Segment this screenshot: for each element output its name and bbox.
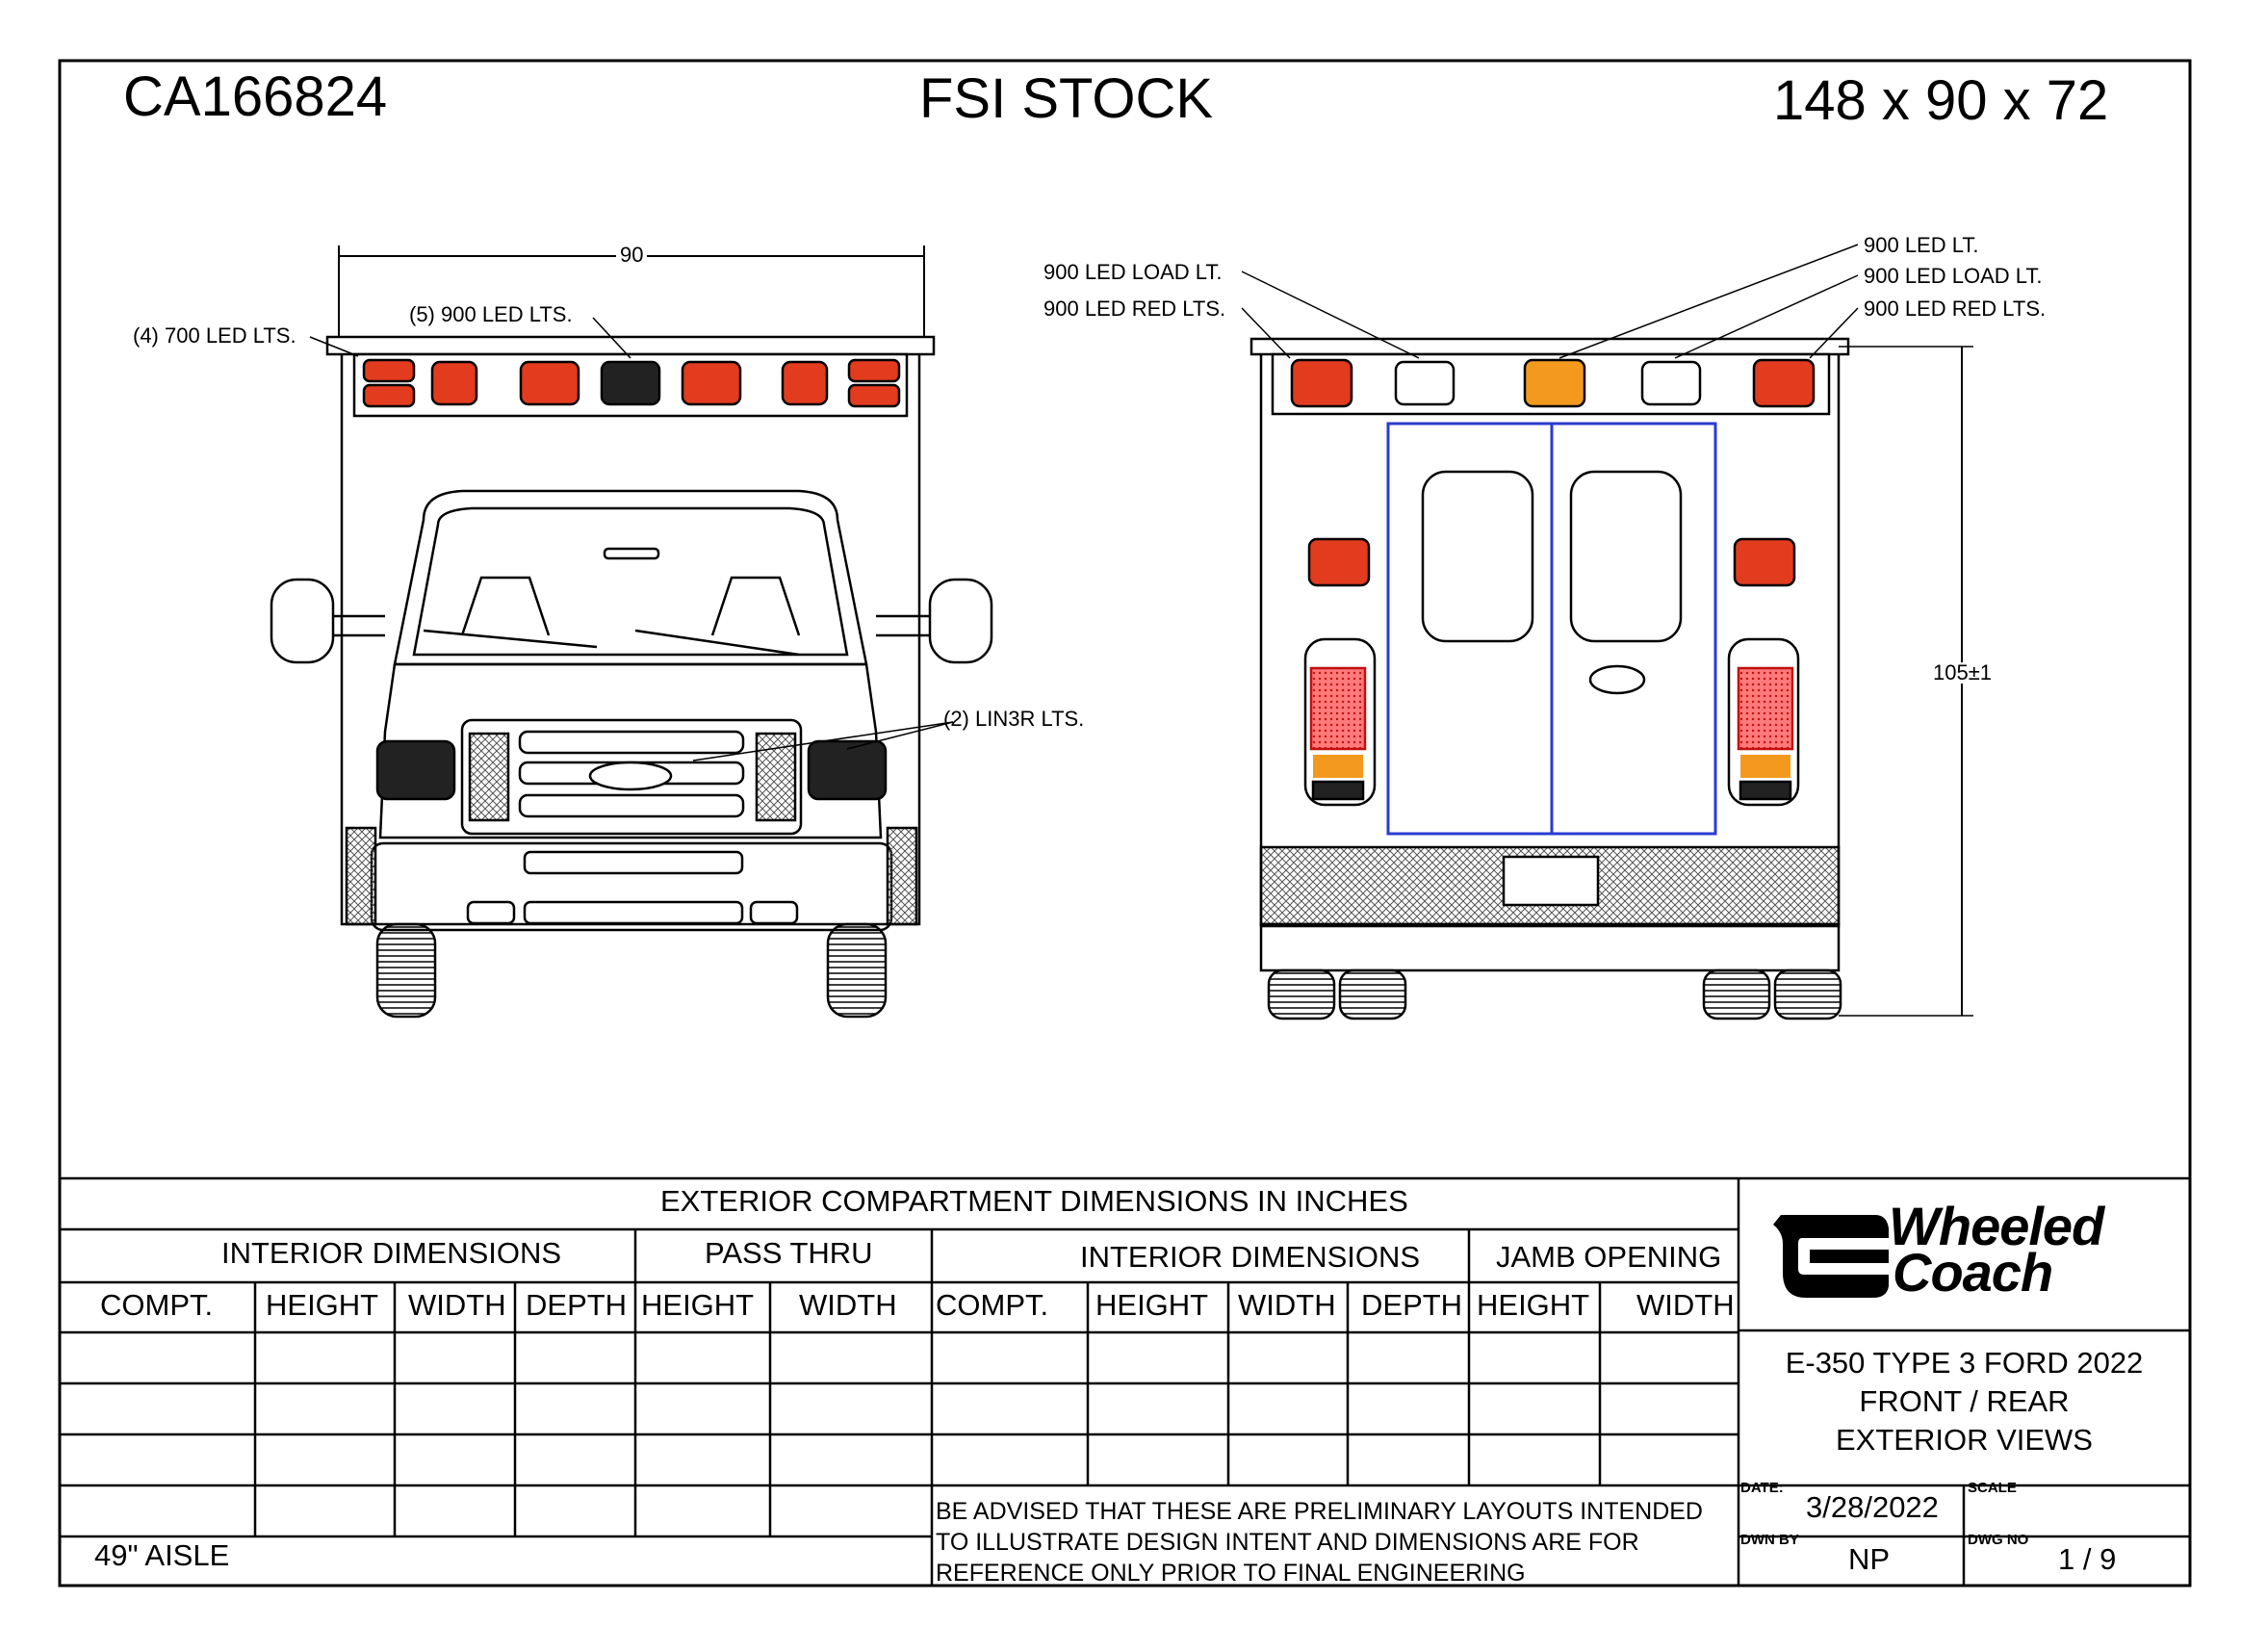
front-windshield bbox=[412, 506, 849, 657]
col-depth-left: DEPTH bbox=[526, 1288, 628, 1322]
col-height-right: HEIGHT bbox=[1095, 1288, 1209, 1322]
rear-load-led-left bbox=[1394, 360, 1455, 406]
rear-tire-2 bbox=[1338, 968, 1407, 1020]
ford-oval bbox=[588, 761, 673, 791]
rear-load-led-right bbox=[1640, 360, 1702, 406]
sheet-border bbox=[58, 59, 2192, 1587]
rear-door-window-left bbox=[1421, 470, 1534, 643]
rear-side-red-left bbox=[1307, 537, 1371, 587]
job-number: CA166824 bbox=[123, 65, 388, 128]
rear-amber-led bbox=[1523, 358, 1586, 408]
callout-lin3r: (2) LIN3R LTS. bbox=[943, 707, 1085, 731]
front-cab-roof bbox=[393, 489, 868, 666]
col-jamb-height: HEIGHT bbox=[1477, 1288, 1590, 1322]
scale-label: SCALE bbox=[1968, 1480, 2017, 1496]
rear-tail-lamp-left bbox=[1303, 637, 1377, 807]
drawing-number-label: DWG NO bbox=[1968, 1532, 2029, 1548]
col-width-right: WIDTH bbox=[1238, 1288, 1336, 1322]
wheeled-coach-logo-text: Wheeled Coach bbox=[1889, 1196, 2104, 1303]
front-grille-frame bbox=[460, 718, 803, 836]
table-grid bbox=[60, 1176, 2190, 1586]
front-mirror-left bbox=[270, 578, 335, 664]
date-label: DATE: bbox=[1740, 1480, 1784, 1496]
rear-door-window-right bbox=[1569, 470, 1683, 643]
rear-tire-3 bbox=[1702, 968, 1771, 1020]
col-compt-right: COMPT. bbox=[936, 1288, 1049, 1322]
disclaimer-note: BE ADVISED THAT THESE ARE PRELIMINARY LA… bbox=[936, 1496, 1703, 1588]
front-900-leds bbox=[430, 360, 829, 406]
logo-line-1: Wheeled bbox=[1889, 1196, 2104, 1256]
stock-title: FSI STOCK bbox=[919, 67, 1214, 130]
callout-red-left: 900 LED RED LTS. bbox=[1043, 297, 1226, 321]
col-depth-right: DEPTH bbox=[1361, 1288, 1463, 1322]
rear-red-led-right bbox=[1752, 358, 1816, 408]
front-lin3r-right bbox=[807, 739, 888, 801]
front-tire-right bbox=[826, 922, 888, 1019]
disclaimer-line-2: TO ILLUSTRATE DESIGN INTENT AND DIMENSIO… bbox=[936, 1529, 1639, 1556]
rear-tail-lamp-right bbox=[1727, 637, 1800, 807]
date-value: 3/28/2022 bbox=[1806, 1490, 1939, 1524]
title-line-3: EXTERIOR VIEWS bbox=[1836, 1423, 2093, 1457]
aisle-label: 49" AISLE bbox=[94, 1538, 230, 1572]
callout-900-led-front: (5) 900 LED LTS. bbox=[409, 302, 573, 326]
group-interior-right: INTERIOR DIMENSIONS bbox=[1080, 1240, 1421, 1274]
group-pass-thru: PASS THRU bbox=[705, 1236, 873, 1270]
col-pass-width: WIDTH bbox=[799, 1288, 897, 1322]
front-view bbox=[270, 245, 993, 1019]
callout-red-right: 900 LED RED LTS. bbox=[1864, 297, 2047, 321]
col-height-left: HEIGHT bbox=[266, 1288, 379, 1322]
rear-tire-4 bbox=[1773, 968, 1842, 1020]
rear-height-dimension: 105±1 bbox=[1931, 660, 1995, 684]
disclaimer-line-3: REFERENCE ONLY PRIOR TO FINAL ENGINEERIN… bbox=[936, 1560, 1526, 1587]
front-700-led-right bbox=[847, 358, 901, 408]
drawn-by-label: DWN BY bbox=[1740, 1532, 1799, 1548]
group-interior-left: INTERIOR DIMENSIONS bbox=[221, 1236, 562, 1270]
callout-led-right: 900 LED LT. bbox=[1864, 233, 1979, 257]
rear-tire-1 bbox=[1267, 968, 1336, 1020]
rear-view bbox=[1249, 337, 1973, 1020]
front-700-led-left bbox=[362, 358, 416, 408]
drawing-title: E-350 TYPE 3 FORD 2022 FRONT / REAR EXTE… bbox=[1739, 1344, 2190, 1459]
col-width-left: WIDTH bbox=[408, 1288, 506, 1322]
callout-700-led: (4) 700 LED LTS. bbox=[133, 323, 296, 348]
logo-line-2: Coach bbox=[1893, 1242, 2053, 1303]
drawn-by-value: NP bbox=[1848, 1542, 1891, 1576]
box-size: 148 x 90 x 72 bbox=[1773, 69, 2109, 132]
group-jamb-opening: JAMB OPENING bbox=[1496, 1240, 1722, 1274]
title-line-2: FRONT / REAR bbox=[1859, 1384, 2070, 1418]
wheeled-coach-logo-mark bbox=[1773, 1215, 1889, 1298]
front-tire-left bbox=[375, 922, 437, 1019]
rear-box-body bbox=[1259, 347, 1841, 928]
col-jamb-width: WIDTH bbox=[1636, 1288, 1735, 1322]
front-mirror-right bbox=[928, 578, 993, 664]
drawing-number-value: 1 / 9 bbox=[2058, 1542, 2117, 1576]
callout-load-left: 900 LED LOAD LT. bbox=[1043, 260, 1223, 284]
table-title: EXTERIOR COMPARTMENT DIMENSIONS IN INCHE… bbox=[660, 1184, 1408, 1218]
title-line-1: E-350 TYPE 3 FORD 2022 bbox=[1785, 1346, 2144, 1380]
front-width-dimension: 90 bbox=[616, 245, 648, 266]
col-pass-height: HEIGHT bbox=[641, 1288, 755, 1322]
col-compt-left: COMPT. bbox=[100, 1288, 214, 1322]
front-lin3r-left bbox=[375, 739, 456, 801]
rear-side-red-right bbox=[1733, 537, 1796, 587]
disclaimer-line-1: BE ADVISED THAT THESE ARE PRELIMINARY LA… bbox=[936, 1498, 1703, 1525]
front-bumper bbox=[370, 841, 893, 932]
callout-load-right: 900 LED LOAD LT. bbox=[1864, 264, 2043, 288]
rear-red-led-left bbox=[1290, 358, 1353, 408]
